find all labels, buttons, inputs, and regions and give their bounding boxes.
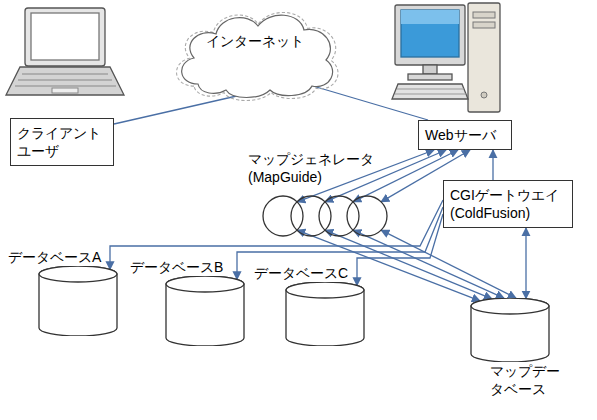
connector [357,214,443,285]
connector-line [525,228,526,299]
cylinder-outline [165,276,245,346]
cylinder-outline [470,298,550,362]
node-label: データベースA [8,248,128,266]
database-cylinder: データベースC [254,264,374,346]
node-label: クライアント ユーザ [17,124,107,160]
node-label: Webサーバ [425,126,505,144]
connector [526,228,527,299]
generator-circles: マップジェネレータ (MapGuide) [248,150,398,240]
process-box: CGIゲートウエイ (ColdFusion) [443,180,573,228]
connector [493,150,494,180]
node-label: インターネット [170,32,340,50]
connector-line [381,230,516,298]
database-cylinder: データベースA [8,248,128,336]
cylinder-outline [285,282,365,346]
desktop-pc-icon [392,3,500,112]
node-label: CGIゲートウエイ (ColdFusion) [450,186,566,222]
node-label: マップジェネレータ (MapGuide) [248,150,388,186]
node-label: データベースB [130,258,250,276]
process-box: クライアント ユーザ [10,118,114,166]
network-cloud: インターネット [170,0,340,104]
connector-line [357,214,443,285]
node-label: データベースC [254,264,374,282]
connector-line [353,230,504,298]
database-cylinder: データベースB [130,258,250,346]
node-label: マップデータベース [490,362,562,398]
cylinder-outline [38,266,118,336]
process-box: Webサーバ [418,120,512,150]
connector-line [492,150,493,180]
database-cylinder: マップデータベース [470,298,562,398]
generator-circles-outline [248,192,398,240]
connector-line [313,86,428,120]
laptop-icon [6,8,124,95]
connector [114,95,241,124]
connector-line [114,95,241,124]
connector [313,86,428,120]
cloud-outline [170,0,340,104]
